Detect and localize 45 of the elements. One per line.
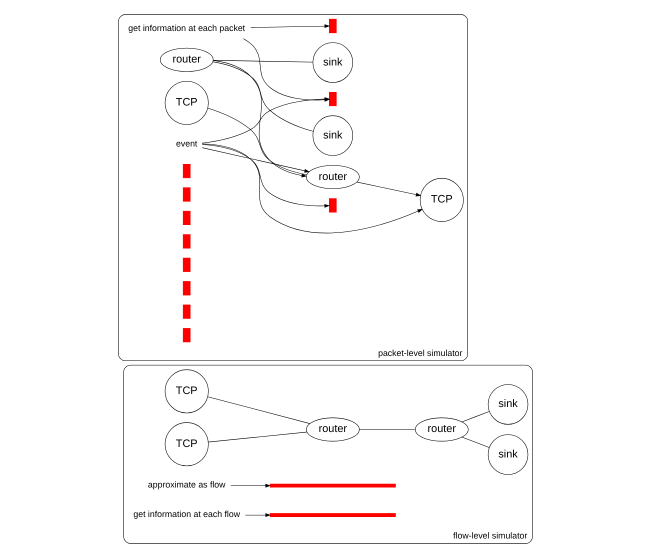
node-bar: [182, 281, 190, 296]
connector: [208, 432, 307, 442]
node-circle: sink: [312, 115, 353, 156]
node-circle: sink: [487, 434, 528, 475]
node-circle: sink: [312, 42, 353, 83]
connector: [358, 429, 415, 430]
node-bar: [269, 513, 396, 517]
node-bar: [328, 198, 336, 212]
arrow: [212, 60, 306, 178]
node-ellipse: router: [306, 418, 360, 442]
connector: [461, 436, 489, 448]
arrow: [356, 182, 421, 196]
node-bar: [182, 234, 190, 248]
node-text: event: [176, 138, 197, 148]
connector: [461, 411, 489, 422]
arrow: [201, 144, 422, 234]
node-bar: [182, 210, 190, 226]
node-circle: TCP: [164, 80, 208, 125]
node-bar: [328, 18, 336, 34]
connector: [206, 108, 306, 175]
node-circle: TCP: [164, 369, 208, 414]
node-ellipse: router: [306, 165, 360, 189]
node-bar: [182, 187, 190, 202]
node-bar: [269, 484, 396, 488]
node-bar: [182, 328, 190, 342]
arrow: [244, 513, 270, 517]
node-circle: TCP: [164, 422, 208, 466]
arrow: [250, 24, 330, 28]
node-bar: [182, 164, 190, 178]
connector: [212, 60, 312, 62]
connector: [206, 396, 310, 424]
arrow: [230, 484, 270, 488]
node-circle: TCP: [419, 178, 464, 222]
node-bar: [182, 258, 190, 272]
node-text: approximate as flow: [147, 480, 225, 490]
arrow: [201, 147, 310, 173]
node-text: get information at each flow: [132, 509, 240, 520]
node-circle: sink: [487, 384, 528, 425]
node-bar: [182, 304, 190, 319]
node-text: get information at each packet: [128, 22, 245, 33]
arrow: [201, 144, 330, 208]
connector: [212, 62, 313, 132]
node-ellipse: router: [159, 48, 213, 72]
node-ellipse: router: [414, 418, 468, 442]
node-bar: [328, 92, 336, 106]
